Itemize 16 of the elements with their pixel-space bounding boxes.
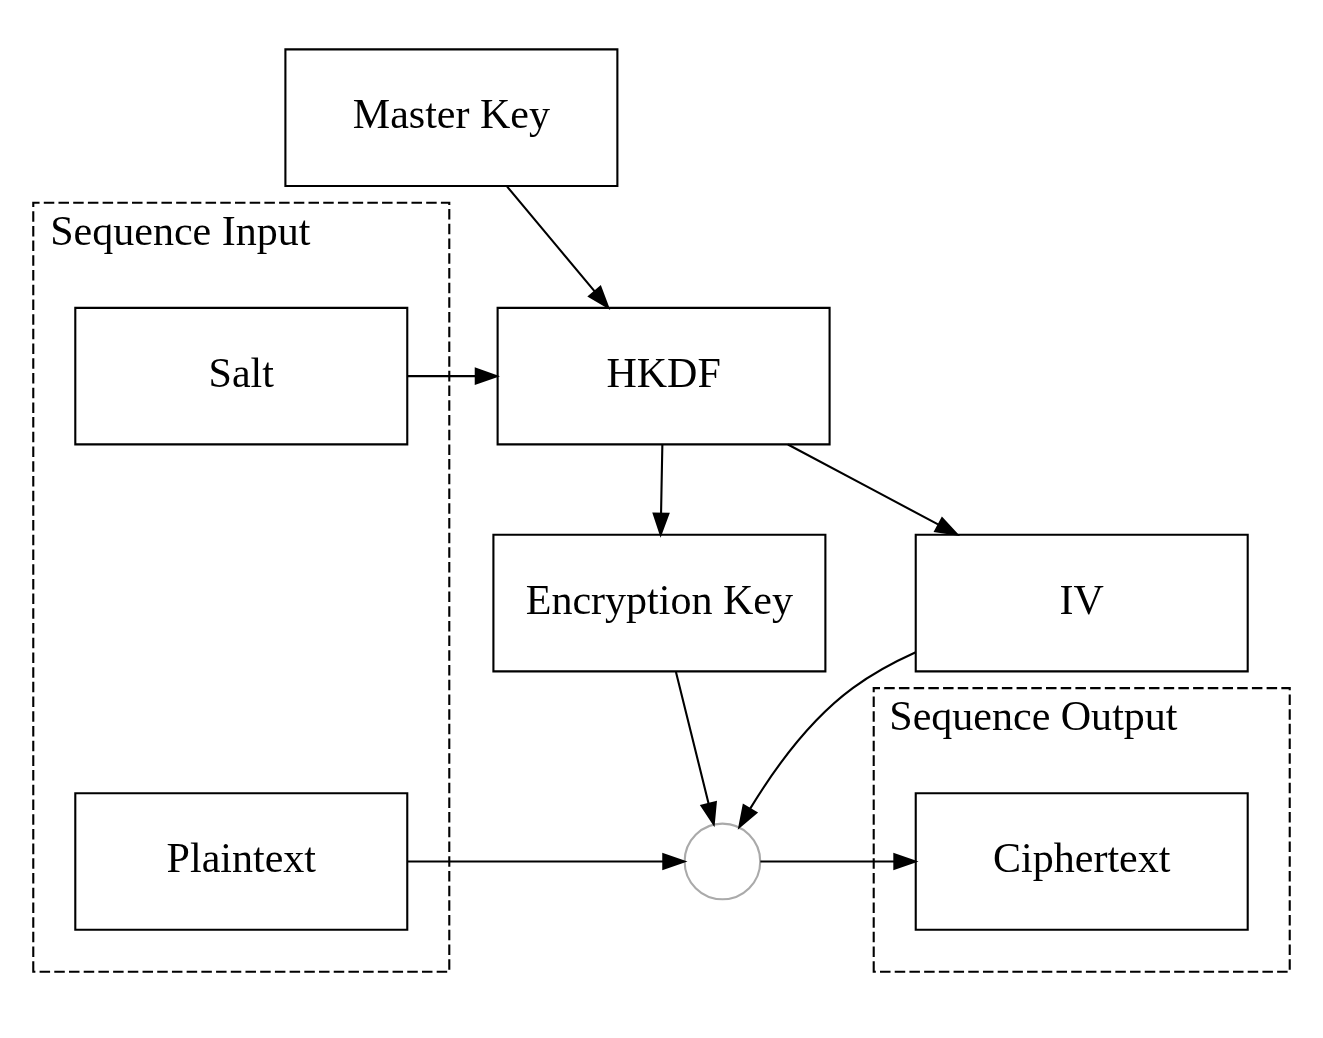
arrow [506,185,611,311]
node-box: IV [914,533,1249,673]
arrow [652,444,670,538]
node-box: Ciphertext [914,792,1249,931]
node-box: Encryption Key [492,533,827,673]
node-box: Plaintext [74,792,409,931]
node-box: HKDF [496,306,831,446]
node-circle [683,822,762,901]
node-box: Salt [74,306,409,446]
node-box: Master Key [284,48,619,188]
arrow [737,651,917,830]
arrow [760,852,919,871]
arrow [787,443,960,537]
arrow [407,852,688,871]
arrow [407,367,500,385]
arrow [674,671,717,828]
